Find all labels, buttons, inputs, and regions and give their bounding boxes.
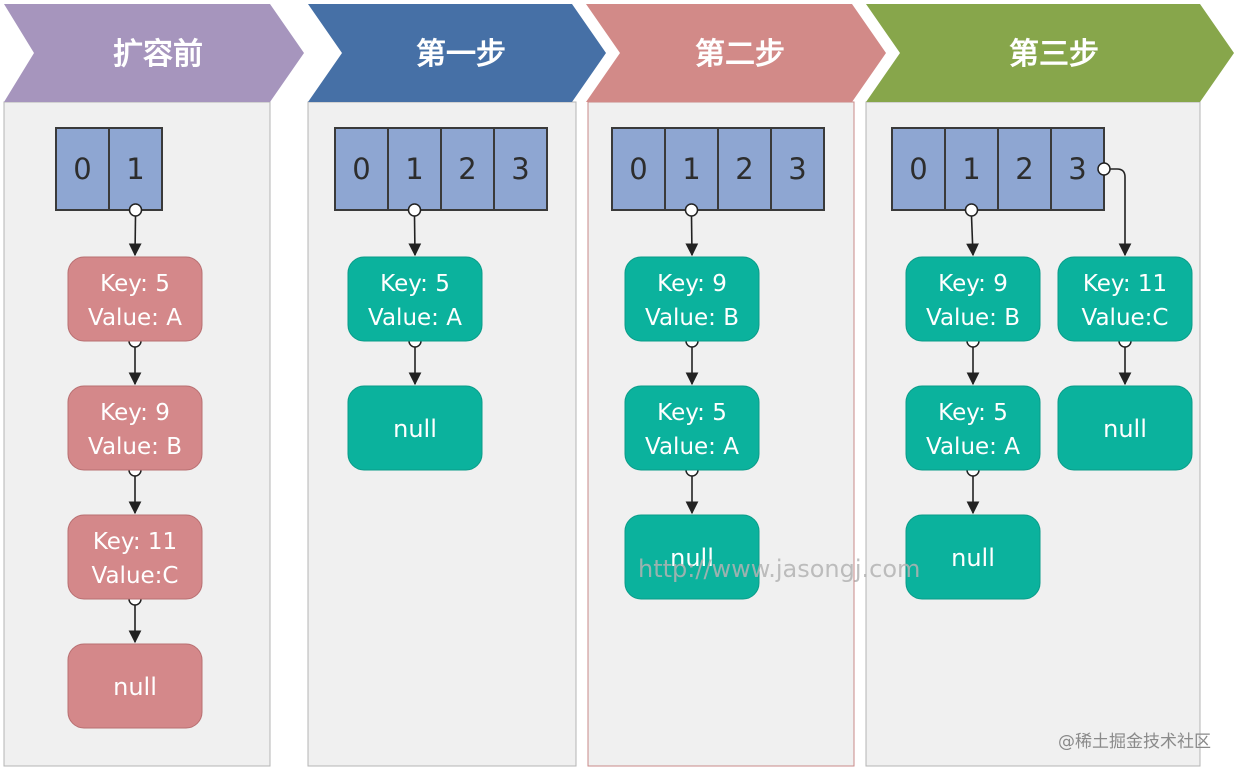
entry-key-text: Key: 9 [100, 400, 170, 426]
entry-value-text: Value:C [92, 563, 179, 589]
bucket-index-step3-3: 3 [1068, 152, 1086, 186]
bucket-step2-3 [770, 127, 825, 211]
bucket-index-step1-2: 2 [458, 152, 476, 186]
null-text: null [113, 673, 157, 701]
bucket-index-step1-0: 0 [352, 152, 370, 186]
link-origin-dot [964, 203, 979, 217]
header-chevron-step2 [586, 4, 886, 102]
bucket-step1-0 [334, 127, 389, 211]
entry-node [67, 256, 203, 342]
bucket-index-step2-2: 2 [735, 152, 753, 186]
entry-value-text: Value: A [368, 305, 462, 331]
bucket-step2-2 [717, 127, 772, 211]
null-node [67, 643, 203, 729]
entry-key-text: Key: 9 [657, 271, 727, 297]
bucket-index-before-1: 1 [126, 152, 144, 186]
entry-node [1057, 256, 1193, 342]
entry-node [905, 256, 1041, 342]
null-text: null [670, 544, 714, 572]
entry-key-text: Key: 11 [93, 529, 177, 555]
bucket-index-step3-1: 1 [962, 152, 980, 186]
bucket-index-step2-1: 1 [682, 152, 700, 186]
entry-node [67, 514, 203, 600]
bucket-index-before-0: 0 [73, 152, 91, 186]
link-arrow [966, 215, 979, 257]
entry-value-text: Value:C [1082, 305, 1169, 331]
entry-value-text: Value: A [645, 434, 739, 460]
bucket-step1-3 [493, 127, 548, 211]
bucket-before-0 [55, 127, 110, 211]
bucket-step3-1 [944, 127, 999, 211]
link-origin-dot [684, 203, 699, 217]
header-chevron-step3 [866, 4, 1234, 102]
header-title-step3: 第三步 [1009, 37, 1099, 72]
bucket-index-step1-3: 3 [511, 152, 529, 186]
entry-node [624, 385, 760, 471]
branding-text: @稀土掘金技术社区 [1058, 732, 1211, 752]
null-node [624, 514, 760, 600]
bucket-step3-2 [997, 127, 1052, 211]
bucket-step1-1 [387, 127, 442, 211]
null-text: null [1103, 415, 1147, 443]
entry-value-text: Value: B [88, 434, 182, 460]
entry-key-text: Key: 5 [100, 271, 170, 297]
entry-value-text: Value: B [926, 305, 1020, 331]
bucket-step3-3 [1050, 127, 1105, 211]
entry-node [905, 385, 1041, 471]
entry-key-text: Key: 5 [380, 271, 450, 297]
header-title-step1: 第一步 [416, 37, 506, 72]
bucket-step2-1 [664, 127, 719, 211]
null-node [347, 385, 483, 471]
entry-key-text: Key: 9 [938, 271, 1008, 297]
link-arrow [1110, 168, 1132, 257]
link-origin-dot [1097, 162, 1111, 176]
header-title-step2: 第二步 [695, 37, 785, 72]
entry-key-text: Key: 5 [938, 400, 1008, 426]
entry-key-text: Key: 11 [1083, 271, 1167, 297]
link-arrow [128, 215, 142, 257]
null-node [905, 514, 1041, 600]
entry-node [67, 385, 203, 471]
entry-value-text: Value: A [926, 434, 1020, 460]
null-text: null [951, 544, 995, 572]
entry-value-text: Value: B [645, 305, 739, 331]
bucket-index-step3-0: 0 [909, 152, 927, 186]
null-node [1057, 385, 1193, 471]
entry-value-text: Value: A [88, 305, 182, 331]
link-arrow [685, 215, 699, 257]
link-origin-dot [128, 203, 143, 217]
bucket-index-step3-2: 2 [1015, 152, 1033, 186]
watermark-text: http://www.jasongj.com [638, 555, 920, 583]
header-chevron-step1 [308, 4, 606, 102]
bucket-index-step1-1: 1 [405, 152, 423, 186]
bucket-before-1 [108, 127, 163, 211]
bucket-step3-0 [891, 127, 946, 211]
bucket-index-step2-0: 0 [629, 152, 647, 186]
link-arrow [408, 215, 422, 257]
entry-key-text: Key: 5 [657, 400, 727, 426]
header-title-before: 扩容前 [113, 37, 203, 72]
header-chevron-before [4, 4, 304, 102]
bucket-index-step2-3: 3 [788, 152, 806, 186]
link-origin-dot [407, 203, 422, 217]
entry-node [347, 256, 483, 342]
entry-node [624, 256, 760, 342]
null-text: null [393, 415, 437, 443]
